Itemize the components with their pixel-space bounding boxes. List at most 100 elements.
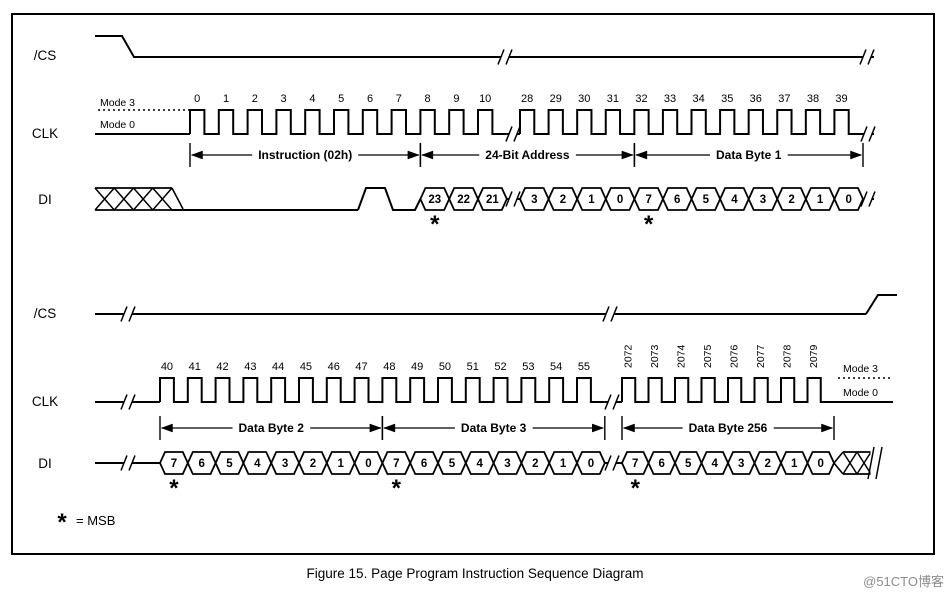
clock-number: 37 bbox=[778, 93, 790, 105]
clk-waveform bbox=[519, 109, 863, 135]
cs-waveform bbox=[95, 35, 874, 58]
di-bit-label: 1 bbox=[337, 458, 344, 470]
break-mark bbox=[867, 49, 875, 65]
clock-number: 7 bbox=[396, 93, 402, 105]
clock-number: 51 bbox=[467, 361, 479, 373]
clk-waveform bbox=[189, 109, 507, 135]
cs-rising-edge bbox=[865, 294, 897, 315]
clock-number: 44 bbox=[272, 361, 284, 373]
di-bit-label: 0 bbox=[818, 458, 824, 470]
msb-asterisk: * bbox=[644, 211, 654, 238]
clock-number: 1 bbox=[223, 93, 229, 105]
break-mark bbox=[610, 306, 618, 322]
di-bit-label: 5 bbox=[449, 458, 456, 470]
clk-waveform bbox=[159, 377, 605, 403]
di-bit-label: 1 bbox=[791, 458, 798, 470]
clock-number: 2078 bbox=[782, 344, 794, 368]
di-bit-label: 4 bbox=[476, 458, 483, 470]
clock-number: 35 bbox=[721, 93, 733, 105]
clock-number: 31 bbox=[607, 93, 619, 105]
clock-number: 30 bbox=[578, 93, 590, 105]
di-bit-label: 3 bbox=[760, 194, 766, 206]
clock-number: 40 bbox=[161, 361, 173, 373]
di-bit-label: 2 bbox=[560, 194, 566, 206]
mode3-label: Mode 3 bbox=[843, 363, 878, 375]
break-mark bbox=[120, 306, 128, 322]
span-label: Data Byte 3 bbox=[461, 421, 527, 435]
arrowhead-right-icon bbox=[850, 150, 863, 160]
break-mark bbox=[604, 455, 612, 471]
break-mark bbox=[128, 306, 136, 322]
mode3-label: Mode 3 bbox=[100, 97, 135, 109]
break-mark bbox=[505, 49, 513, 65]
arrowhead-left-icon bbox=[635, 150, 648, 160]
diagram-border bbox=[11, 13, 935, 555]
clock-number: 9 bbox=[453, 93, 459, 105]
signal-label-clk: CLK bbox=[32, 394, 58, 409]
arrowhead-right-icon bbox=[369, 423, 382, 433]
clock-number: 29 bbox=[550, 93, 562, 105]
arrowhead-left-icon bbox=[190, 150, 203, 160]
di-bit-label: 6 bbox=[421, 458, 427, 470]
clock-number: 55 bbox=[578, 361, 590, 373]
di-bit-label: 3 bbox=[738, 458, 744, 470]
arrowhead-left-icon bbox=[421, 150, 434, 160]
break-mark bbox=[505, 191, 513, 207]
clock-number: 52 bbox=[494, 361, 506, 373]
clock-number: 45 bbox=[300, 361, 312, 373]
span-label: Data Byte 1 bbox=[716, 148, 782, 162]
clock-number: 2075 bbox=[702, 344, 714, 368]
di-bit-label: 3 bbox=[531, 194, 537, 206]
dontcare-hatch bbox=[842, 451, 858, 475]
break-mark bbox=[604, 394, 612, 410]
clock-number: 36 bbox=[750, 93, 762, 105]
clock-number: 38 bbox=[807, 93, 819, 105]
di-bit-label: 5 bbox=[226, 458, 233, 470]
signal-label-cs: /CS bbox=[34, 48, 57, 63]
break-mark bbox=[875, 446, 883, 480]
clock-number: 47 bbox=[355, 361, 367, 373]
dontcare-hatch bbox=[94, 187, 115, 211]
break-mark bbox=[868, 126, 876, 142]
di-bit-label: 0 bbox=[365, 458, 371, 470]
span-label: 24-Bit Address bbox=[485, 148, 570, 162]
di-bit-label: 6 bbox=[674, 194, 680, 206]
di-bit-label: 2 bbox=[310, 458, 316, 470]
break-mark bbox=[867, 446, 875, 480]
clock-number: 2074 bbox=[676, 344, 688, 368]
clock-number: 2077 bbox=[755, 344, 767, 368]
clock-number: 46 bbox=[328, 361, 340, 373]
break-mark bbox=[868, 191, 876, 207]
signal-label-cs: /CS bbox=[34, 306, 57, 321]
legend-text: = MSB bbox=[76, 513, 115, 528]
di-bit-label: 7 bbox=[632, 458, 638, 470]
signal-label-di: DI bbox=[38, 456, 52, 471]
clock-number: 54 bbox=[550, 361, 562, 373]
arrowhead-right-icon bbox=[407, 150, 420, 160]
break-mark bbox=[859, 49, 867, 65]
msb-asterisk: * bbox=[631, 475, 641, 502]
di-bit-label: 7 bbox=[645, 194, 651, 206]
clock-number: 2076 bbox=[729, 344, 741, 368]
dontcare-hatch bbox=[132, 187, 154, 211]
di-bit-label: 0 bbox=[588, 458, 594, 470]
di-bit-label: 0 bbox=[617, 194, 623, 206]
di-bit-label: 4 bbox=[731, 194, 738, 206]
clock-number: 42 bbox=[216, 361, 228, 373]
clock-number: 53 bbox=[522, 361, 534, 373]
clock-number: 50 bbox=[439, 361, 451, 373]
clock-number: 2079 bbox=[808, 344, 820, 368]
msb-asterisk: * bbox=[430, 211, 440, 238]
break-mark bbox=[612, 394, 620, 410]
signal-label-clk: CLK bbox=[32, 126, 58, 141]
break-mark bbox=[513, 191, 521, 207]
arrowhead-left-icon bbox=[622, 423, 635, 433]
arrowhead-right-icon bbox=[621, 150, 634, 160]
clock-number: 8 bbox=[425, 93, 431, 105]
break-mark bbox=[505, 126, 513, 142]
break-mark bbox=[128, 394, 136, 410]
break-mark bbox=[612, 455, 620, 471]
clock-number: 2072 bbox=[623, 344, 635, 368]
mode0-label: Mode 0 bbox=[843, 387, 878, 399]
